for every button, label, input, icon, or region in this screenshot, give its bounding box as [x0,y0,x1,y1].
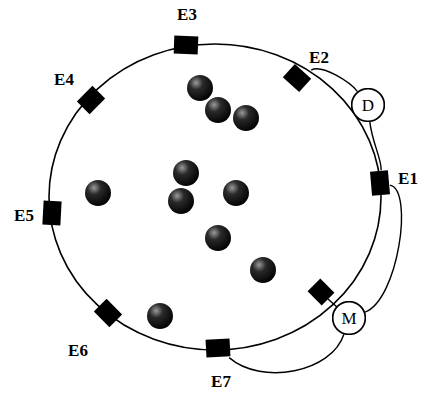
electrode [370,170,390,195]
electrode [42,201,61,226]
particles [85,75,276,329]
electrode [283,64,311,92]
electrode [206,338,231,357]
electrode-label: E4 [54,71,74,88]
electrode-label: E6 [68,342,88,359]
wire [365,185,402,312]
electrode-label: E7 [211,373,231,390]
electrode-label: E1 [398,170,418,187]
instrument-circle: M [332,301,366,335]
electrode [174,36,199,55]
electrode [94,299,122,327]
instrument-circle: D [351,88,385,122]
electrode-label: E5 [14,207,34,224]
instrument-label: D [362,97,374,114]
wire [311,69,357,92]
wire [370,122,381,170]
tank-outline [49,44,381,350]
electrode-label: E3 [177,6,197,23]
electrode-label: E2 [309,49,329,66]
electrode [77,86,105,114]
wire [229,334,344,372]
instrument-label: M [341,310,356,327]
